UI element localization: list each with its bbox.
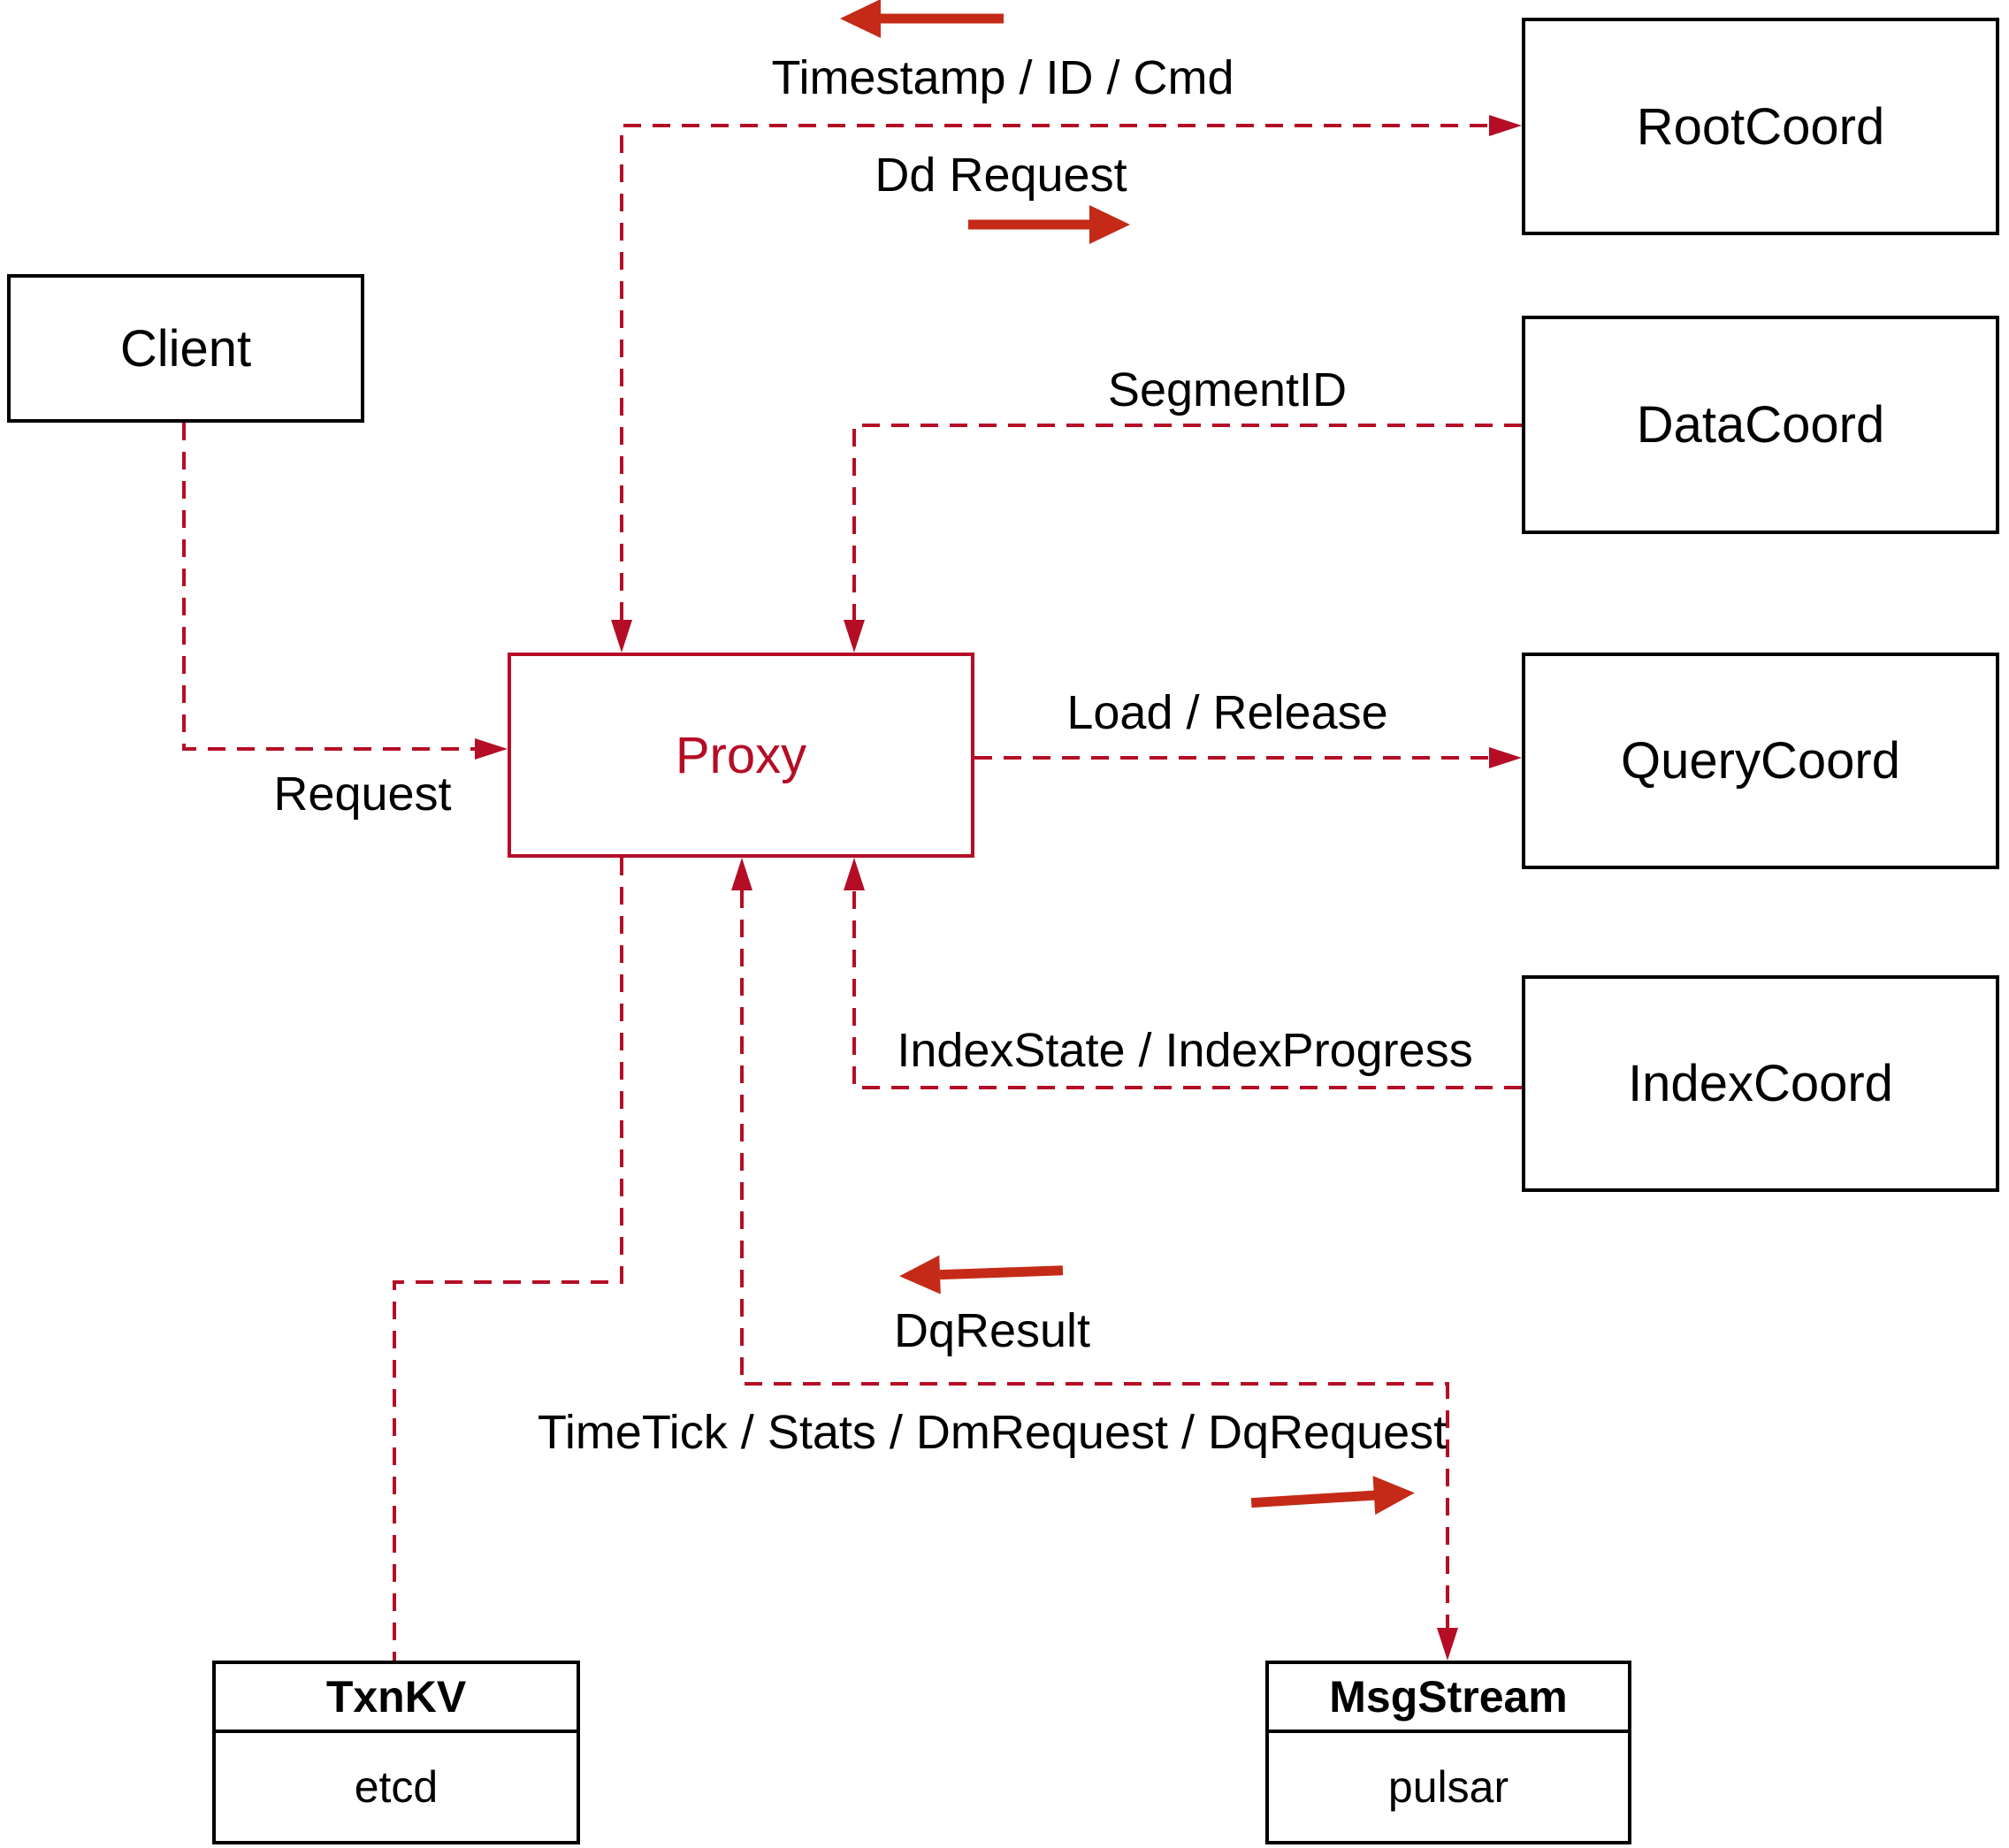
edge-index-state-path xyxy=(852,890,1522,1089)
node-txnkv-impl: etcd xyxy=(354,1762,439,1812)
edge-segment-id xyxy=(844,424,1522,653)
arrowhead-into-msgstream xyxy=(1437,1628,1458,1661)
edge-request xyxy=(182,423,508,760)
node-proxy-label: Proxy xyxy=(675,726,807,784)
node-client: Client xyxy=(7,274,364,423)
node-datacoord: DataCoord xyxy=(1522,316,1999,534)
arrowhead-into-proxy-left xyxy=(475,738,508,760)
node-txnkv-title: TxnKV xyxy=(216,1664,577,1733)
arrowhead-into-proxy-bottom-left xyxy=(731,858,752,890)
edge-timetick xyxy=(731,858,1458,1661)
node-proxy: Proxy xyxy=(508,653,974,858)
edge-timestamp xyxy=(611,115,1522,653)
timestamp-response-arrow-left-icon xyxy=(840,0,1004,38)
edge-label-request: Request xyxy=(273,767,452,821)
edge-label-dd-request: Dd Request xyxy=(875,149,1127,202)
arrowhead-into-querycoord xyxy=(1489,747,1522,768)
edge-label-segment-id: SegmentID xyxy=(1107,363,1348,416)
arrowhead-into-proxy-bottom-right xyxy=(844,858,865,890)
dq-result-arrow-left-icon xyxy=(899,1255,1064,1294)
node-msgstream-title: MsgStream xyxy=(1269,1664,1628,1733)
node-indexcoord-label: IndexCoord xyxy=(1628,1055,1893,1112)
node-msgstream-impl: pulsar xyxy=(1387,1762,1509,1812)
edge-txnkv-path xyxy=(393,858,623,1661)
edge-label-load-release: Load / Release xyxy=(1066,686,1388,739)
node-indexcoord: IndexCoord xyxy=(1522,975,1999,1192)
node-msgstream: MsgStream pulsar xyxy=(1265,1661,1631,1844)
node-rootcoord: RootCoord xyxy=(1522,18,1999,235)
edge-label-dq-result: DqResult xyxy=(893,1304,1091,1357)
node-txnkv: TxnKV etcd xyxy=(212,1661,580,1844)
arrowhead-into-rootcoord xyxy=(1489,115,1522,136)
edge-label-timestamp: Timestamp / ID / Cmd xyxy=(771,51,1234,104)
edge-request-path xyxy=(182,423,475,751)
edge-segment-id-path xyxy=(852,424,1522,620)
arrowhead-into-proxy-top-left xyxy=(611,620,632,653)
node-querycoord: QueryCoord xyxy=(1522,653,1999,869)
edge-load-release xyxy=(974,747,1522,768)
edge-index-state xyxy=(844,858,1522,1089)
dm-dq-request-arrow-right-icon xyxy=(1250,1476,1415,1516)
edge-timetick-path xyxy=(740,890,1449,1628)
node-client-label: Client xyxy=(119,319,252,378)
node-rootcoord-label: RootCoord xyxy=(1636,97,1885,156)
arrowhead-into-proxy-top-right xyxy=(844,620,865,653)
edge-label-index-state: IndexState / IndexProgress xyxy=(897,1024,1473,1077)
node-datacoord-label: DataCoord xyxy=(1636,396,1885,454)
edge-txnkv xyxy=(393,858,623,1661)
edge-label-timetick: TimeTick / Stats / DmRequest / DqRequest xyxy=(537,1406,1448,1459)
dd-request-arrow-right-icon xyxy=(968,205,1130,244)
node-querycoord-label: QueryCoord xyxy=(1621,732,1900,790)
